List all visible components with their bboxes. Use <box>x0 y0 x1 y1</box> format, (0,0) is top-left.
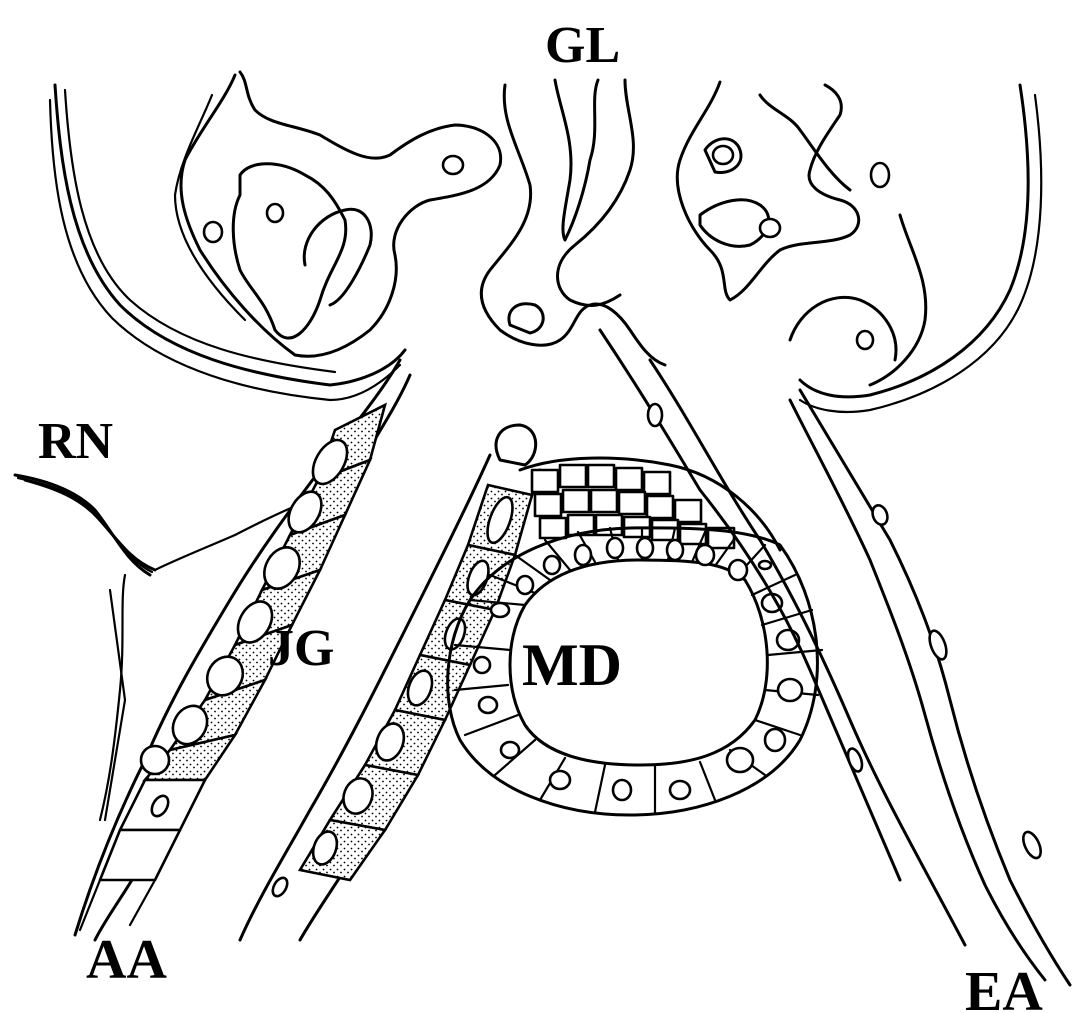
label-md: MD <box>522 632 622 698</box>
label-aa: AA <box>86 929 167 991</box>
label-rn: RN <box>38 413 113 470</box>
glomerulus <box>50 72 1041 412</box>
efferent-arteriole <box>600 330 1070 985</box>
label-jg: JG <box>268 620 334 677</box>
label-ea: EA <box>965 961 1043 1013</box>
extraglomerular-mesangium <box>520 458 780 550</box>
central-arteriole <box>240 425 540 940</box>
jg-cells-afferent <box>141 405 385 780</box>
label-gl: GL <box>545 17 620 74</box>
renal-nerve <box>15 475 155 575</box>
